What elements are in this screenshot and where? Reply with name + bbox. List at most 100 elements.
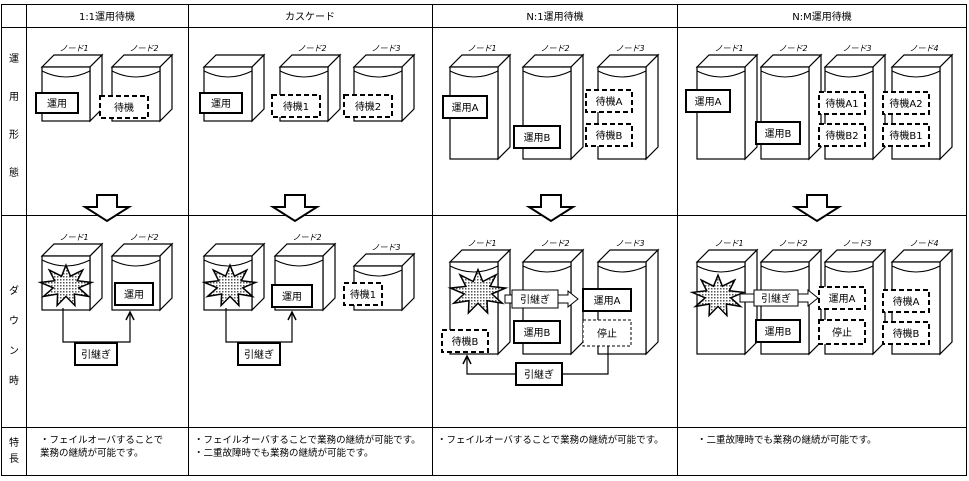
status-box-label: 停止 — [832, 326, 852, 339]
status-box-label: 待機A — [893, 295, 920, 308]
row-label-char: 形 — [9, 129, 19, 141]
node-label: ノード4 — [909, 239, 938, 248]
status-box: 運用 — [199, 92, 243, 114]
status-box-label: 運用B — [765, 326, 792, 338]
feature-line: ・フェイルオーバすることで — [40, 435, 164, 446]
failure-burst-icon — [37, 263, 95, 308]
node-label: ノード1 — [467, 44, 496, 53]
row-label-char: 運 — [9, 53, 19, 65]
status-box-label: 引継ぎ — [761, 292, 791, 305]
status-box-label: 待機 — [114, 101, 134, 114]
transition-arrow — [791, 194, 843, 223]
node-label: ノード2 — [778, 44, 807, 53]
status-box: 待機A — [585, 89, 633, 113]
status-box: 停止 — [582, 319, 632, 347]
status-box: 引継ぎ — [753, 289, 799, 307]
failure-burst-icon — [447, 267, 509, 315]
status-box: 運用 — [114, 282, 154, 306]
arrow-head — [287, 310, 297, 321]
status-box: 運用A — [818, 286, 866, 310]
status-box-label: 待機1 — [350, 288, 376, 301]
header-1to1: 1:1運用待機 — [79, 10, 135, 23]
node-label: ノード1 — [59, 44, 88, 53]
node-label: ノード2 — [540, 44, 569, 53]
status-box: 運用A — [685, 89, 731, 113]
status-box: 待機B — [441, 329, 489, 353]
node-label: ノード1 — [714, 239, 743, 248]
status-box-label: 待機A1 — [825, 97, 858, 110]
node-label: ノード4 — [909, 44, 938, 53]
row-label-char: 長 — [9, 453, 19, 465]
transition-arrow — [525, 194, 577, 223]
node-label: ノード3 — [615, 44, 644, 53]
row-label-char: ウ — [9, 315, 19, 327]
status-box-label: 待機B2 — [825, 129, 858, 142]
feature-n-to-m: ・二重故障時でも業務の継続が可能です。 — [697, 434, 877, 447]
transition-arrow — [269, 194, 321, 223]
status-box-label: 待機B — [596, 129, 623, 142]
status-box-label: 運用 — [282, 291, 302, 303]
status-box-label: 停止 — [597, 327, 617, 340]
node-label: ノード3 — [371, 243, 400, 252]
node-label: ノード1 — [59, 233, 88, 242]
status-box-label: 運用B — [524, 132, 551, 144]
node-label: ノード2 — [297, 44, 326, 53]
status-box: 引継ぎ — [515, 362, 563, 386]
takeover-path — [562, 346, 609, 375]
row-label-char: 用 — [9, 92, 19, 103]
status-box: 運用 — [271, 284, 313, 308]
takeover-path — [225, 308, 293, 343]
status-box-label: 運用 — [47, 98, 67, 110]
status-box-label: 待機B — [452, 335, 479, 348]
node-label: ノード3 — [371, 44, 400, 53]
status-box-label: 運用 — [211, 98, 231, 110]
feature-cascade: ・フェイルオーバすることで業務の継続が可能です。 ・二重故障時でも業務の継続が可… — [194, 434, 421, 460]
status-box: 待機1 — [271, 94, 321, 118]
feature-line: ・フェイルオーバすることで業務の継続が可能です。 — [437, 435, 664, 446]
status-box: 待機A — [882, 289, 930, 313]
status-box-label: 運用B — [765, 128, 792, 140]
node-label: ノード2 — [129, 44, 158, 53]
status-box: 運用B — [755, 319, 801, 343]
status-box-label: 待機B — [893, 327, 920, 340]
transition-arrow — [81, 194, 133, 223]
row-label-char: 特 — [9, 437, 19, 449]
failure-burst-icon — [201, 263, 259, 308]
takeover-path — [466, 356, 516, 375]
node-label: ノード2 — [778, 239, 807, 248]
status-box: 待機2 — [343, 94, 393, 118]
feature-line: 業務の継続が可能です。 — [40, 448, 144, 459]
status-box-label: 待機2 — [355, 100, 381, 113]
status-box: 待機B — [585, 123, 633, 147]
status-box: 待機B2 — [818, 123, 866, 147]
status-box: 運用B — [513, 125, 561, 149]
status-box: 待機A2 — [882, 91, 930, 115]
status-box: 引継ぎ — [74, 342, 118, 366]
status-box-label: 引継ぎ — [244, 348, 274, 361]
header-n-to-m: N:M運用待機 — [792, 10, 851, 23]
status-box: 引継ぎ — [237, 342, 281, 366]
status-box: 待機A1 — [818, 91, 866, 115]
feature-line: ・二重故障時でも業務の継続が可能です。 — [697, 435, 877, 446]
row-label-char: ダ — [9, 284, 19, 297]
status-box-label: 待機1 — [283, 100, 309, 113]
node-label: ノード2 — [292, 233, 321, 242]
node-label: ノード3 — [842, 44, 871, 53]
status-box-label: 運用B — [524, 327, 551, 339]
feature-n-to-1: ・フェイルオーバすることで業務の継続が可能です。 — [437, 434, 664, 447]
feature-line: ・二重故障時でも業務の継続が可能です。 — [194, 448, 374, 459]
status-box: 引継ぎ — [511, 289, 559, 309]
status-box-label: 待機A — [596, 95, 623, 108]
status-box: 待機B1 — [882, 123, 930, 147]
status-box: 停止 — [818, 319, 866, 345]
status-box-label: 運用 — [124, 289, 144, 301]
status-box: 運用 — [35, 92, 79, 114]
arrow-head — [462, 354, 472, 365]
status-box: 待機1 — [343, 282, 383, 306]
header-n-to-1: N:1運用待機 — [526, 10, 583, 23]
node-label: ノード2 — [129, 233, 158, 242]
